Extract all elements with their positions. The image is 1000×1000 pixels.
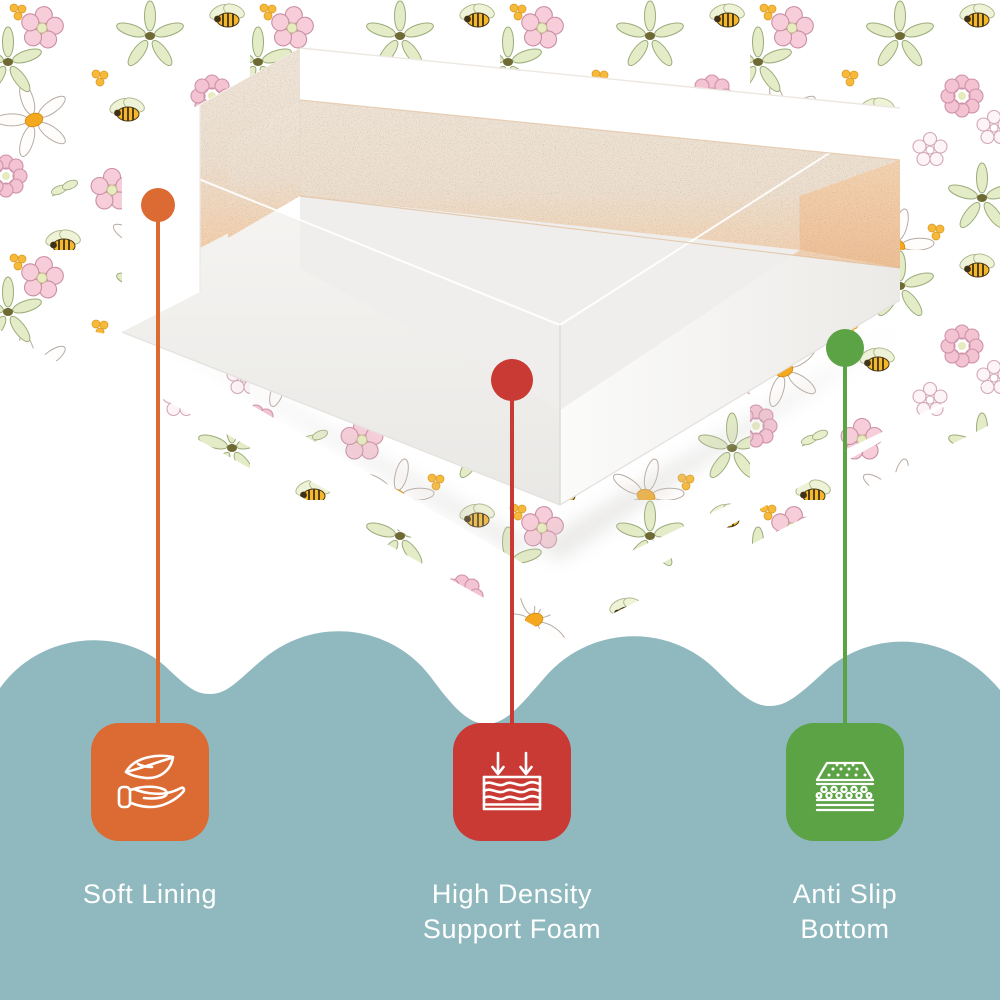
callout-dot-support-foam	[491, 359, 533, 401]
foam-compression-arrows-icon	[482, 751, 542, 811]
cover-back-top-strip	[300, 48, 900, 160]
anti-slip-dotted-base-icon	[815, 761, 875, 812]
feature-soft-lining[interactable]: Soft Lining	[30, 723, 270, 912]
feature-label-anti-slip: Anti Slip Bottom	[792, 879, 898, 944]
inner-cavity-back-base	[300, 196, 800, 410]
foam-top-back-edge	[299, 47, 901, 109]
soft-lining-icon-box[interactable]	[91, 723, 209, 841]
feature-label-support-foam: High Density Support Foam	[422, 879, 602, 944]
base-sheet-white-edge	[18, 318, 992, 620]
support-foam-icon-box[interactable]	[453, 723, 571, 841]
mattress-svg	[18, 47, 992, 620]
foam-left-inner-face	[228, 100, 300, 238]
anti-slip-icon-box[interactable]	[786, 723, 904, 841]
cover-left-face	[122, 148, 560, 505]
callout-dot-soft-lining	[141, 188, 175, 222]
hand-holding-leaf-icon	[117, 754, 186, 809]
callout-line-anti-slip	[843, 348, 847, 730]
foam-right-cut-end	[800, 160, 900, 268]
foam-back-inner-face	[300, 100, 900, 268]
foam-bottom-edge	[299, 195, 901, 269]
feature-high-density-support-foam[interactable]: High Density Support Foam	[392, 723, 632, 946]
cutaway-mattress-illustration	[18, 47, 992, 620]
foam-layer-divider	[299, 99, 901, 161]
callout-dot-anti-slip	[826, 329, 864, 367]
feature-label-soft-lining: Soft Lining	[82, 879, 218, 909]
callout-line-support-foam	[510, 380, 514, 730]
callout-line-soft-lining	[156, 205, 160, 730]
cover-bottom-edge	[121, 299, 901, 506]
feature-anti-slip-bottom[interactable]: Anti Slip Bottom	[725, 723, 965, 946]
